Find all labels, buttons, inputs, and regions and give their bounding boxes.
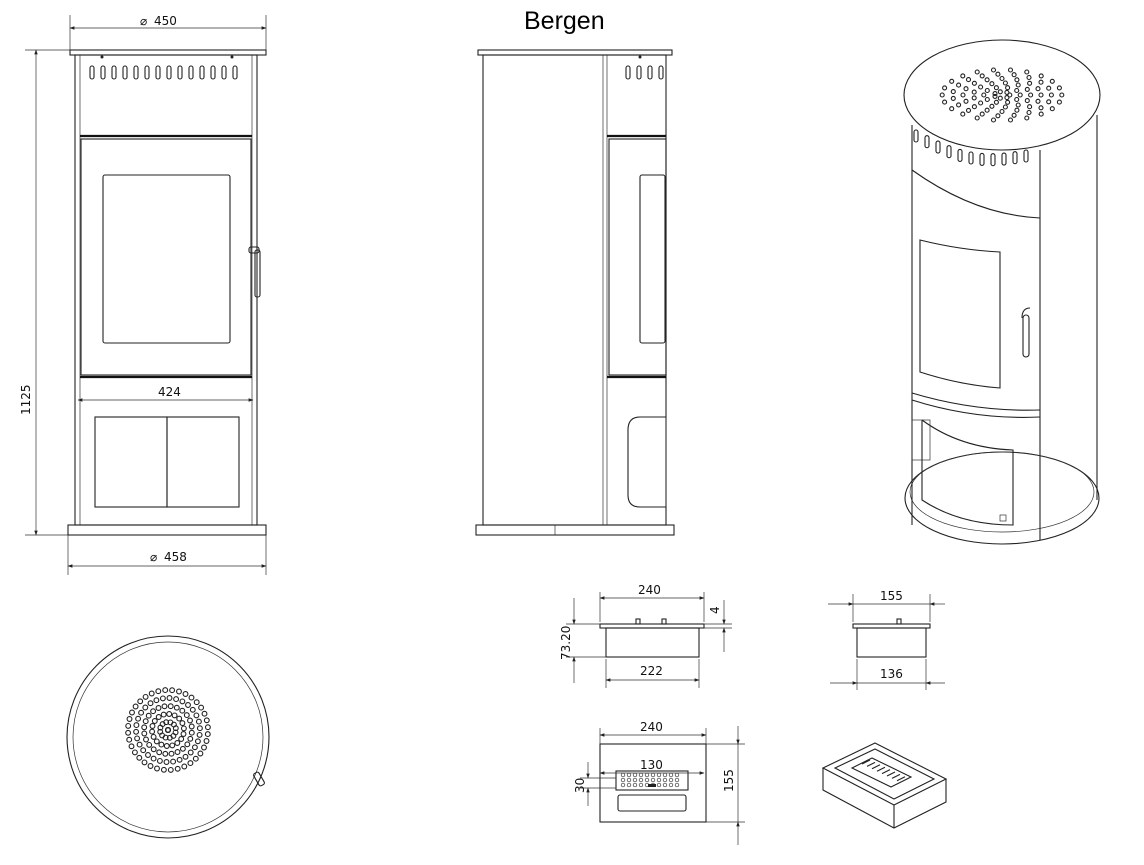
burner-side-width-bottom: 222	[640, 664, 663, 678]
burner-iso-grille-icon	[861, 759, 906, 782]
burner-isometric	[821, 742, 948, 829]
base-diameter-label: 458	[164, 550, 187, 564]
side-view	[475, 49, 675, 536]
burner-end-view: 155 136	[828, 589, 945, 690]
burner-top-depth: 155	[722, 769, 736, 792]
top-diameter-label: 450	[154, 14, 177, 28]
iso-vent-slots	[913, 129, 1029, 167]
burner-end-width-top: 155	[880, 589, 903, 603]
top-view-holes	[125, 687, 211, 773]
svg-text:⌀: ⌀	[140, 14, 147, 28]
burner-top-view: 240 130 30 155	[573, 720, 745, 845]
isometric-view	[903, 39, 1101, 545]
svg-text:⌀: ⌀	[150, 550, 157, 564]
top-view	[66, 635, 270, 839]
door-handle-icon	[248, 246, 261, 298]
side-vent-slots	[625, 65, 664, 80]
burner-top-insert-height: 30	[573, 778, 587, 793]
burner-side-width-top: 240	[638, 583, 661, 597]
height-label: 1125	[19, 384, 33, 415]
burner-side-rim: 4	[708, 606, 722, 614]
burner-end-width-bottom: 136	[880, 667, 903, 681]
burner-top-insert-width: 130	[640, 758, 663, 772]
burner-side-view: 240 222 73.20 4	[559, 583, 732, 688]
front-view: ⌀ 450 1125 424 ⌀ 458	[19, 14, 267, 575]
drawing-title: Bergen	[524, 7, 605, 35]
inner-width-label: 424	[158, 385, 181, 399]
top-vent-holes	[939, 67, 1065, 123]
front-vent-slots	[89, 65, 238, 80]
burner-side-height: 73.20	[559, 626, 573, 660]
burner-top-width: 240	[640, 720, 663, 734]
